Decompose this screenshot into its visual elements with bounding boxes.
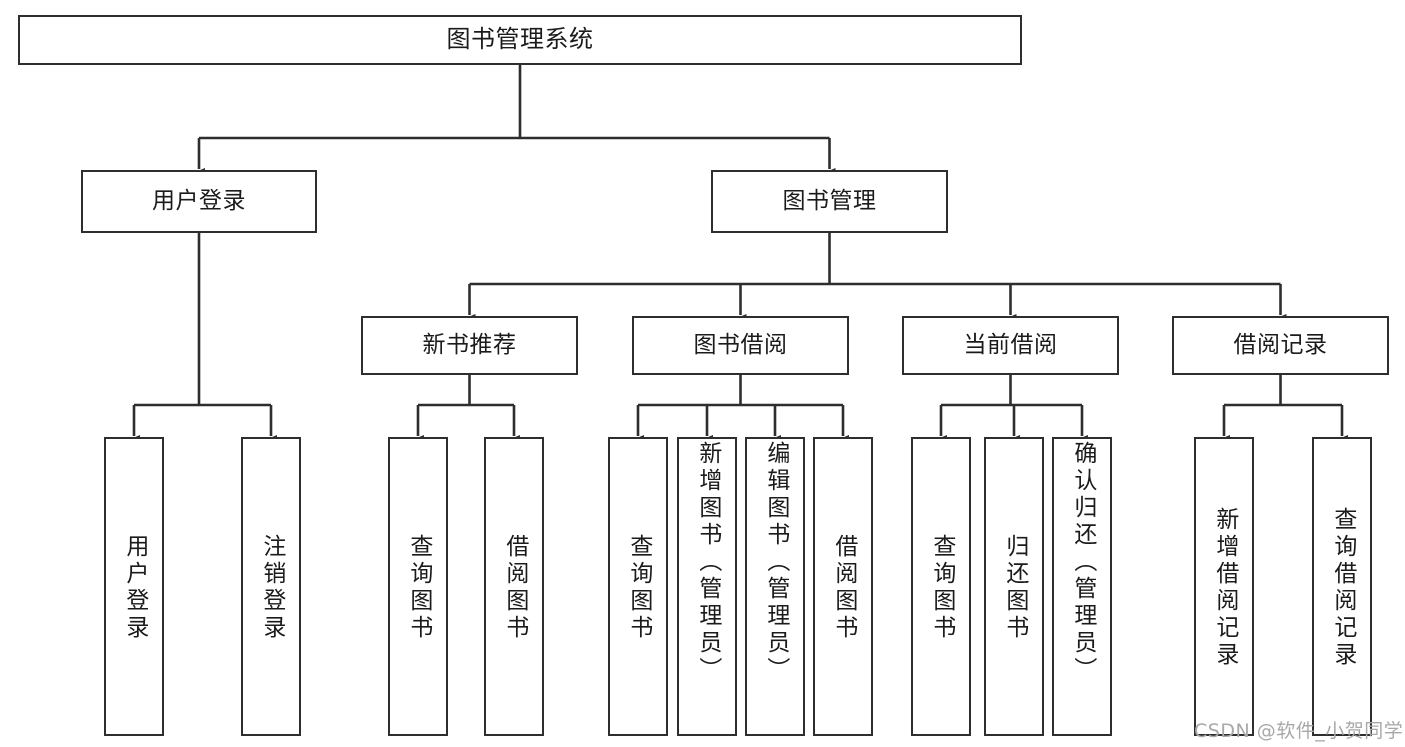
node-current-borrow-label: 当前借阅 [963,332,1058,359]
node-leaf-query-book-recommend[interactable]: 查询图书 [388,437,448,736]
node-leaf-borrow-book-borrow-label: 借阅图书 [830,533,857,642]
node-leaf-add-book[interactable]: 新增图书（管理员） [677,437,737,736]
node-borrow-record-label: 借阅记录 [1233,332,1328,359]
node-leaf-query-borrow-record[interactable]: 查询借阅记录 [1312,437,1372,736]
node-new-book-recommend-label: 新书推荐 [422,332,517,359]
node-book-borrow[interactable]: 图书借阅 [632,316,849,375]
node-leaf-confirm-return-label: 确认归还（管理员） [1069,441,1096,684]
watermark-text: CSDN @软件_小贺同学 [1194,720,1404,742]
node-leaf-user-logout-label: 注销登录 [258,533,285,642]
node-leaf-user-login-label: 用户登录 [121,533,148,642]
node-leaf-borrow-book-recommend-label: 借阅图书 [501,533,528,642]
node-user-login[interactable]: 用户登录 [81,170,317,233]
node-leaf-add-borrow-record-label: 新增借阅记录 [1211,506,1238,669]
node-leaf-query-book-borrow-label: 查询图书 [625,533,652,642]
node-leaf-add-borrow-record[interactable]: 新增借阅记录 [1194,437,1254,736]
node-leaf-edit-book-label: 编辑图书（管理员） [762,441,789,684]
node-leaf-user-login[interactable]: 用户登录 [104,437,164,736]
node-leaf-query-borrow-record-label: 查询借阅记录 [1329,506,1356,669]
node-user-login-label: 用户登录 [152,188,246,215]
node-book-manage-label: 图书管理 [782,188,877,215]
node-leaf-user-logout[interactable]: 注销登录 [241,437,301,736]
node-book-manage[interactable]: 图书管理 [711,170,948,233]
node-leaf-return-book-label: 归还图书 [1001,533,1028,642]
node-root[interactable]: 图书管理系统 [18,15,1022,65]
node-leaf-query-book-recommend-label: 查询图书 [405,533,432,642]
node-root-label: 图书管理系统 [446,25,594,54]
node-book-borrow-label: 图书借阅 [693,332,788,359]
node-leaf-query-book-current[interactable]: 查询图书 [911,437,971,736]
node-leaf-query-book-borrow[interactable]: 查询图书 [608,437,668,736]
node-leaf-borrow-book-borrow[interactable]: 借阅图书 [813,437,873,736]
node-borrow-record[interactable]: 借阅记录 [1172,316,1389,375]
node-leaf-confirm-return[interactable]: 确认归还（管理员） [1052,437,1112,736]
node-new-book-recommend[interactable]: 新书推荐 [361,316,578,375]
node-leaf-edit-book[interactable]: 编辑图书（管理员） [745,437,805,736]
node-leaf-query-book-current-label: 查询图书 [928,533,955,642]
node-current-borrow[interactable]: 当前借阅 [902,316,1119,375]
node-leaf-add-book-label: 新增图书（管理员） [694,441,721,684]
node-leaf-return-book[interactable]: 归还图书 [984,437,1044,736]
node-leaf-borrow-book-recommend[interactable]: 借阅图书 [484,437,544,736]
